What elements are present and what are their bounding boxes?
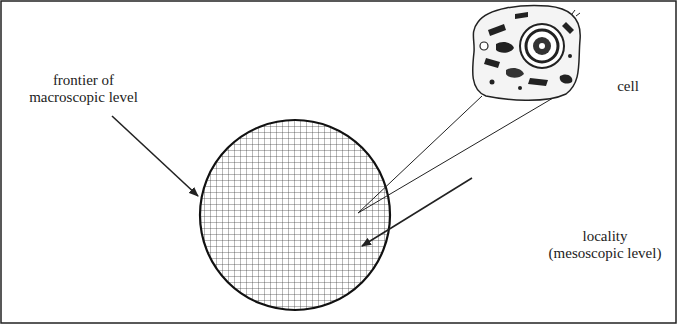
cell-label: cell bbox=[598, 78, 658, 95]
region-label: locality (mesoscopic level) bbox=[546, 228, 664, 262]
pointer-arrow bbox=[362, 178, 472, 246]
cell-drawing bbox=[473, 6, 581, 101]
pointer-arrow bbox=[112, 116, 198, 196]
locality-circle bbox=[200, 120, 390, 310]
zoom-line bbox=[358, 96, 482, 213]
region-label: frontier of macroscopic level bbox=[26, 72, 141, 106]
zoom-line bbox=[358, 98, 553, 213]
